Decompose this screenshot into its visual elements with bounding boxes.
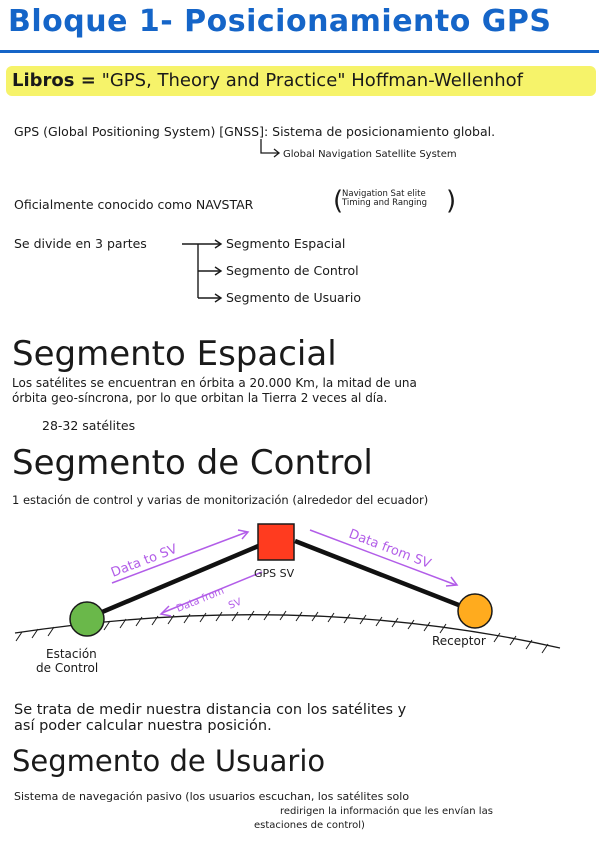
control-summary-line-1: Se trata de medir nuestra distancia con … xyxy=(14,702,407,718)
data-arrows xyxy=(111,529,459,617)
uplink-line xyxy=(87,536,276,621)
books-value: "GPS, Theory and Practice" Hoffman-Welle… xyxy=(101,70,524,91)
heading-control-segment: Segmento de Control xyxy=(12,443,373,483)
control-summary-line-2: así poder calcular nuestra posición. xyxy=(14,718,272,734)
navstar-note-line2: Timing and Ranging xyxy=(342,198,427,208)
parts-arrows xyxy=(182,239,223,303)
navstar-paren-open: ( xyxy=(333,186,344,216)
part-item-2: Segmento de Control xyxy=(226,263,359,278)
part-item-1: Segmento Espacial xyxy=(226,236,346,251)
heading-user-segment: Segmento de Usuario xyxy=(12,744,326,778)
receiver-icon xyxy=(457,593,493,629)
control-description: 1 estación de control y varias de monito… xyxy=(12,493,429,507)
user-line-1: Sistema de navegación pasivo (los usuari… xyxy=(14,790,410,803)
space-line-1: Los satélites se encuentran en órbita a … xyxy=(12,376,417,390)
data-from-sv-label-bottom-2: SV xyxy=(227,597,243,612)
data-from-sv-label-bottom: Data from xyxy=(175,586,226,615)
user-line-2: redirigen la información que les envían … xyxy=(280,806,493,817)
gps-control-diagram: GPS SV Data to SV Data from SV Data from… xyxy=(14,523,561,675)
space-description: Los satélites se encuentran en órbita a … xyxy=(12,376,417,406)
gps-definition: GPS (Global Positioning System) [GNSS]: … xyxy=(14,124,496,139)
navstar-note-line1: Navigation Sat elite xyxy=(342,189,426,199)
navstar-line: Oficialmente conocido como NAVSTAR xyxy=(14,197,254,212)
station-label-1: Estación xyxy=(46,647,97,661)
page-title: Bloque 1- Posicionamiento GPS xyxy=(8,4,552,39)
satellite-count: 28-32 satélites xyxy=(42,418,136,433)
heading-space-segment: Segmento Espacial xyxy=(12,334,337,374)
control-summary: Se trata de medir nuestra distancia con … xyxy=(14,702,406,734)
gnss-expansion: Global Navigation Satellite System xyxy=(283,149,457,160)
satellite-label: GPS SV xyxy=(254,567,295,580)
books-line: Libros = "GPS, Theory and Practice" Hoff… xyxy=(12,70,523,91)
books-label: Libros = xyxy=(12,70,96,91)
title-underline xyxy=(0,50,599,53)
gnss-arrow xyxy=(260,139,281,158)
user-line-3: estaciones de control) xyxy=(254,820,365,831)
control-station-icon xyxy=(69,601,105,637)
receiver-label: Receptor xyxy=(432,634,486,648)
earth-surface-hatching xyxy=(15,610,549,654)
space-line-2: órbita geo-síncrona, por lo que orbitan … xyxy=(12,391,388,405)
gps-satellite-icon xyxy=(257,523,295,561)
parts-intro: Se divide en 3 partes xyxy=(14,236,147,251)
part-item-3: Segmento de Usuario xyxy=(226,290,361,305)
navstar-note: Navigation Sat elite Timing and Ranging xyxy=(342,190,427,208)
station-label-2: de Control xyxy=(36,661,98,675)
navstar-paren-close: ) xyxy=(446,186,457,216)
books-highlight xyxy=(6,66,596,96)
downlink-line xyxy=(294,538,475,614)
